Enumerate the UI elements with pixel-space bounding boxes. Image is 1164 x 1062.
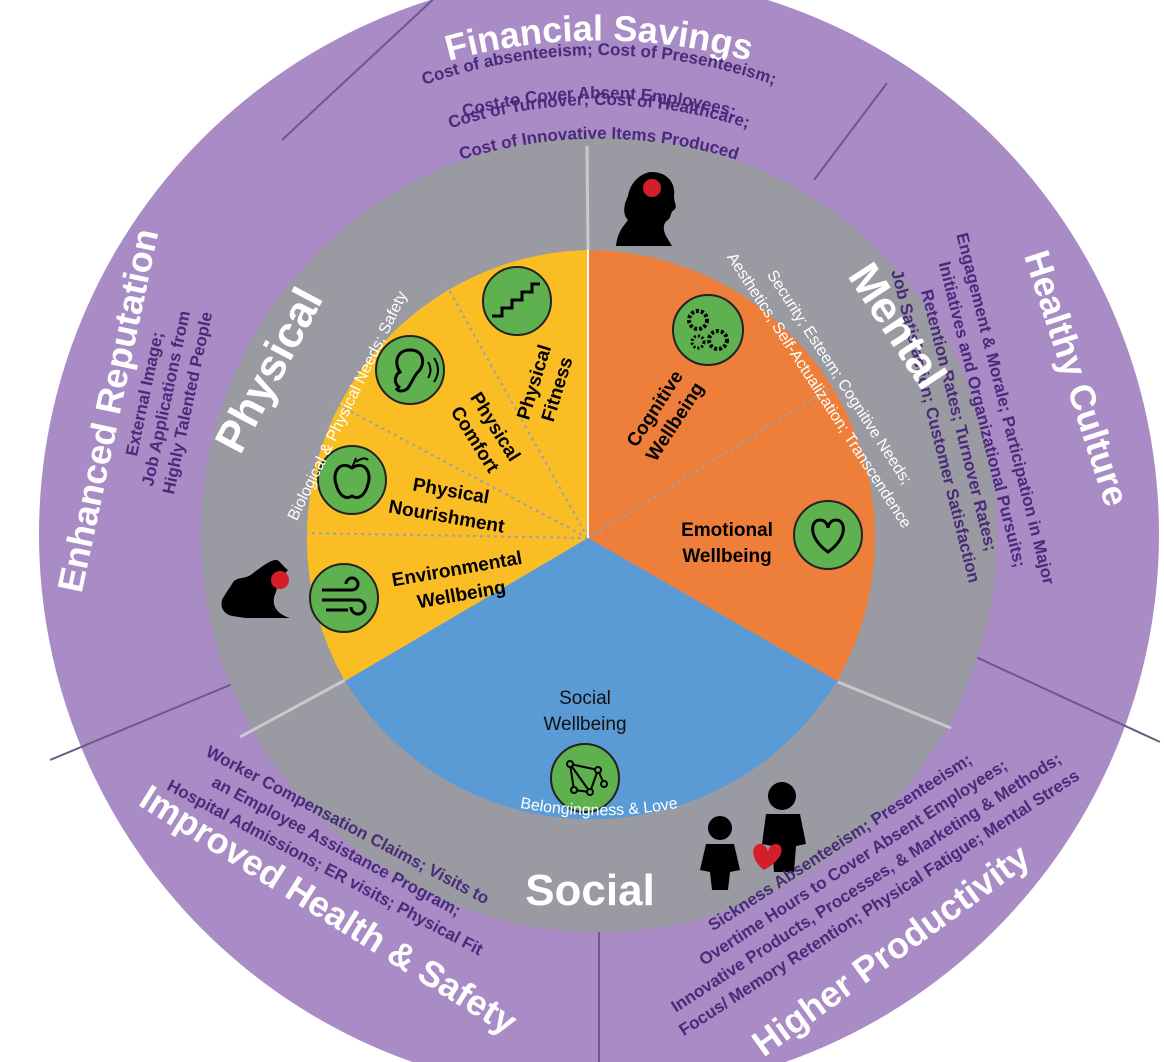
heart-icon: [793, 500, 863, 570]
social-wellbeing-label-1: Social: [559, 688, 611, 709]
inner-pie: [299, 250, 876, 820]
outer-dividers: [49, 0, 1161, 1062]
two-people-heart-icon: [700, 782, 806, 890]
emotional-label-1: Emotional: [681, 520, 773, 541]
mental-sector: [588, 250, 876, 681]
physical-sector: [306, 250, 588, 681]
head-with-brain-icon: [221, 560, 290, 618]
emotional-label-2: Wellbeing: [682, 546, 771, 567]
ear-sound-icon: [375, 335, 445, 405]
stairs-icon: [482, 266, 552, 336]
apple-icon: [317, 445, 387, 515]
head-with-brain-icon: [616, 172, 676, 246]
wind-icon: [309, 563, 379, 633]
network-icon: [550, 743, 620, 813]
gears-icon: [672, 294, 744, 366]
social-title: Social: [525, 866, 655, 915]
middle-dividers: [239, 145, 952, 739]
social-sector: [345, 538, 837, 820]
social-wellbeing-label-2: Wellbeing: [543, 714, 626, 735]
